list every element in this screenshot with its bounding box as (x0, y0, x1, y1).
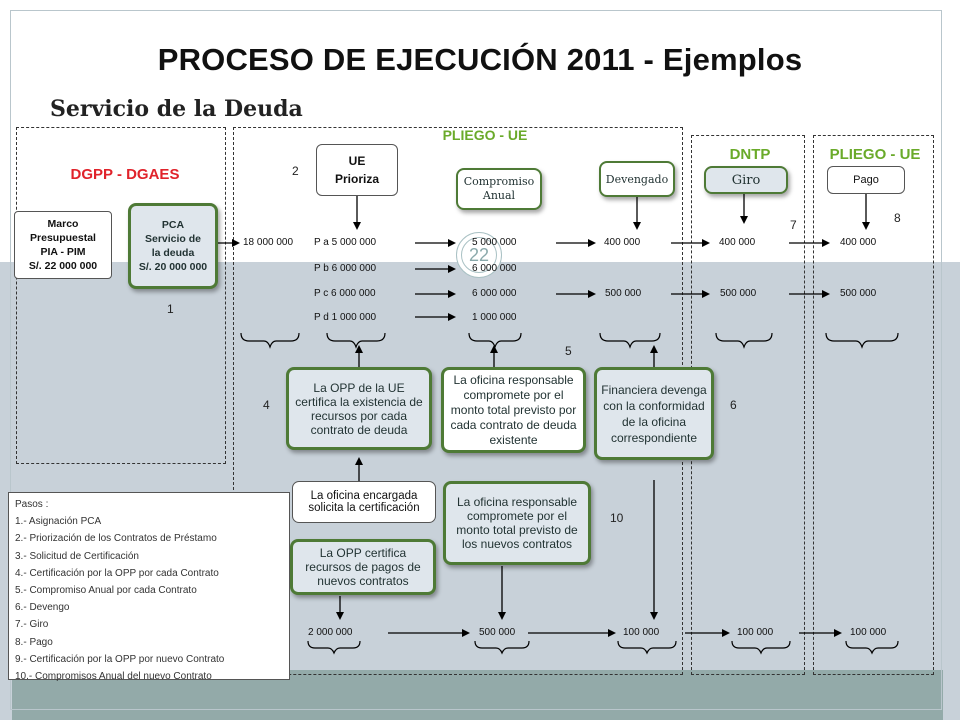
region-pliego-ue-right (813, 135, 934, 675)
region-label-dgpp: DGPP - DGAES (70, 166, 180, 183)
amount-pc: P c 6 000 000 (314, 288, 376, 299)
pasos-item: 2.- Priorización de los Contratos de Pré… (15, 533, 217, 545)
step-number-2: 2 (292, 164, 299, 178)
amount-comp-d: 1 000 000 (472, 312, 517, 323)
page-subtitle: Servicio de la Deuda (50, 96, 303, 122)
amount-pago-c: 500 000 (840, 288, 877, 299)
amount-pd: P d 1 000 000 (314, 312, 377, 323)
pasos-item: 1.- Asignación PCA (15, 516, 102, 528)
pasos-heading: Pasos : (15, 499, 49, 510)
opp-nuevos-contratos-box: La OPP certifica recursos de pagos de nu… (290, 539, 436, 595)
marco-line4: S/. 22 000 000 (28, 260, 98, 272)
pca-line3: la deuda (151, 247, 195, 259)
amount-pago-a: 400 000 (840, 237, 877, 248)
marco-line2: Presupuestal (30, 232, 96, 244)
compromiso-anual-box: Compromiso Anual (456, 168, 542, 210)
amount-comp-a: 5 000 000 (472, 237, 517, 248)
amount-new-pago: 100 000 (850, 627, 887, 638)
step-number-5: 5 (565, 344, 572, 358)
step-number-10: 10 (610, 511, 624, 525)
pasos-item: 10.- Compromisos Anual del nuevo Contrat… (15, 671, 212, 683)
amount-total: 18 000 000 (243, 237, 294, 248)
pasos-item: 5.- Compromiso Anual por cada Contrato (15, 585, 197, 597)
amount-new-total: 2 000 000 (308, 627, 353, 638)
ue-prioriza-line1: UE (348, 154, 366, 168)
oficina-compromete-box: La oficina responsable compromete por el… (441, 367, 586, 453)
page-number-badge: 22 (456, 232, 502, 278)
marco-presupuestal-box: Marco Presupuestal PIA - PIM S/. 22 000 … (14, 211, 112, 279)
pasos-item: 4.- Certificación por la OPP por cada Co… (15, 567, 219, 579)
amount-dev-c: 500 000 (605, 288, 642, 299)
step-number-7: 7 (790, 218, 797, 232)
opp-certifica-box: La OPP de la UE certifica la existencia … (286, 367, 432, 450)
oficina-nuevos-contratos-box: La oficina responsable compromete por el… (443, 481, 591, 565)
devengado-box: Devengado (599, 161, 675, 197)
page-title: PROCESO DE EJECUCIÓN 2011 - Ejemplos (157, 42, 803, 77)
amount-comp-b: 6 000 000 (472, 263, 517, 274)
amount-giro-c: 500 000 (720, 288, 757, 299)
oficina-encargada-box: La oficina encargada solicita la certifi… (292, 481, 436, 523)
pca-line2: Servicio de (144, 233, 202, 245)
amount-pb: P b 6 000 000 (314, 263, 377, 274)
ue-prioriza-line2: Prioriza (334, 172, 379, 186)
pasos-item: 8.- Pago (15, 636, 53, 648)
financiera-devenga-box: Financiera devenga con la conformidad de… (594, 367, 714, 460)
step-number-1: 1 (167, 302, 174, 316)
amount-new-comp: 500 000 (479, 627, 516, 638)
amount-comp-c: 6 000 000 (472, 288, 517, 299)
ue-prioriza-box: UE Prioriza (316, 144, 398, 196)
pasos-item: 3.- Solicitud de Certificación (15, 550, 139, 562)
amount-new-giro: 100 000 (737, 627, 774, 638)
compromiso-line2: Anual (482, 189, 516, 202)
pasos-item: 7.- Giro (15, 619, 49, 631)
giro-box: Giro (704, 166, 788, 194)
pca-line4: S/. 20 000 000 (138, 261, 208, 273)
step-number-6: 6 (730, 398, 737, 412)
pasos-legend: Pasos : 1.- Asignación PCA 2.- Priorizac… (8, 492, 290, 682)
pago-box: Pago (827, 166, 905, 194)
region-dgpp (16, 127, 226, 464)
marco-line3: PIA - PIM (40, 246, 86, 258)
region-label-pliego-ue: PLIEGO - UE (442, 127, 528, 143)
amount-dev-a: 400 000 (604, 237, 641, 248)
pca-box: PCA Servicio de la deuda S/. 20 000 000 (128, 203, 218, 289)
step-number-8: 8 (894, 211, 901, 225)
marco-line1: Marco (47, 218, 79, 230)
step-number-4: 4 (263, 398, 270, 412)
compromiso-line1: Compromiso (463, 175, 535, 188)
pasos-item: 9.- Certificación por la OPP por nuevo C… (15, 653, 225, 665)
region-label-pliego-ue-right: PLIEGO - UE (829, 146, 921, 163)
amount-pa: P a 5 000 000 (314, 237, 377, 248)
amount-new-dev: 100 000 (623, 627, 660, 638)
pca-line1: PCA (161, 219, 185, 231)
amount-giro-a: 400 000 (719, 237, 756, 248)
slide-frame (10, 10, 942, 710)
pasos-item: 6.- Devengo (15, 602, 70, 614)
region-label-dntp: DNTP (729, 146, 771, 163)
